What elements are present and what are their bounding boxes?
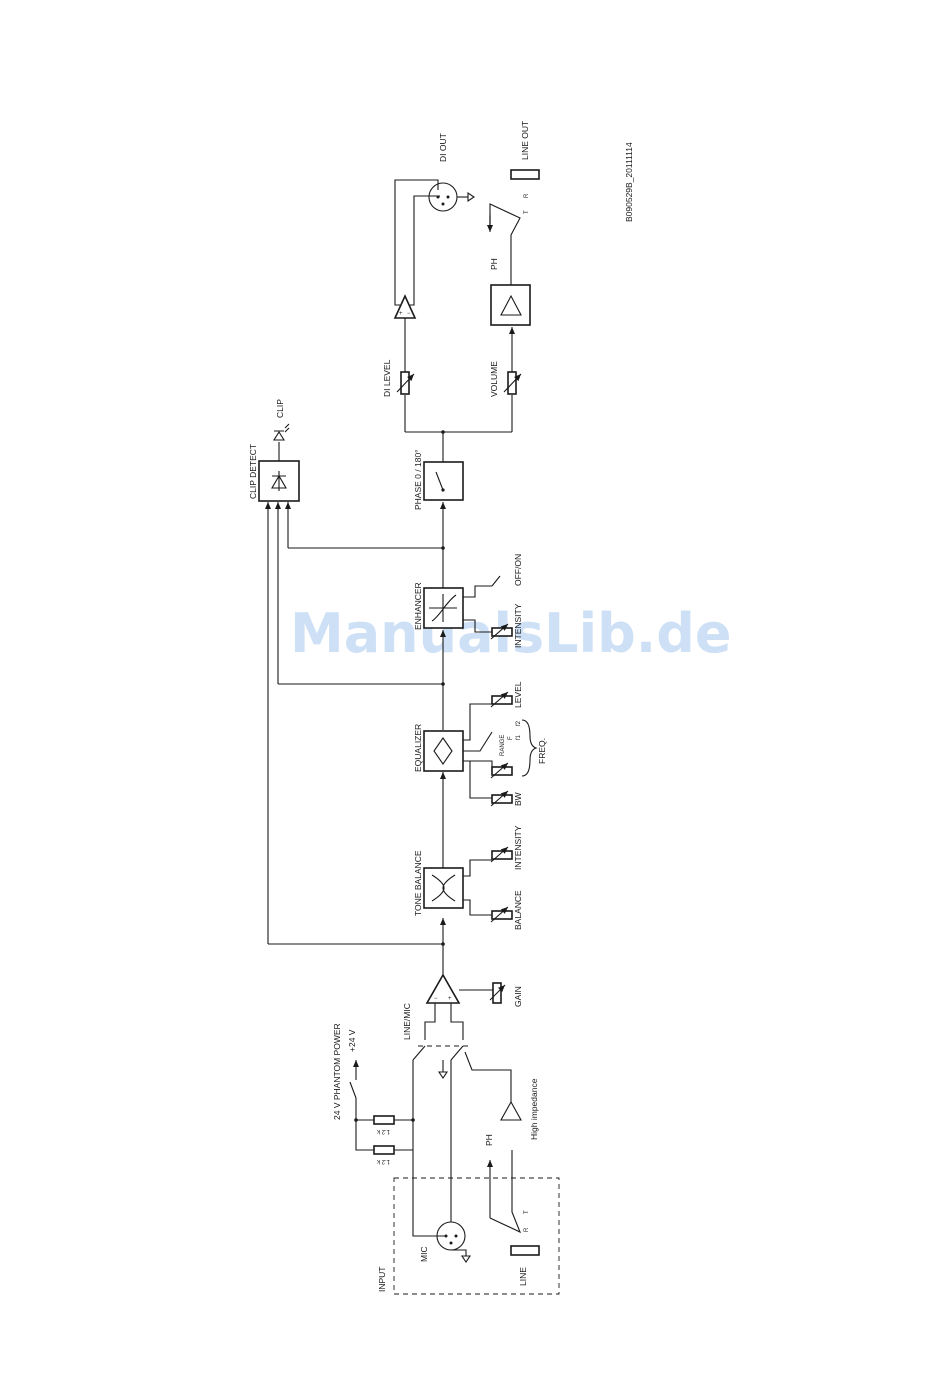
control-wire: [463, 704, 492, 740]
di-out-label: DI OUT: [438, 133, 448, 162]
di-out-wire: [410, 196, 440, 305]
freq-brace: [522, 720, 536, 776]
amp-minus: −: [434, 996, 438, 1002]
phase-block: [424, 462, 463, 500]
resistor-2: [374, 1146, 394, 1154]
xlr-pin: [447, 196, 450, 199]
line-mic-label: LINE/MIC: [402, 1003, 412, 1040]
t-label: T: [524, 1210, 530, 1214]
ground-icon: [468, 193, 474, 201]
led-icon: [274, 424, 289, 440]
amp-plus: +: [448, 996, 452, 1002]
junction-dot: [411, 1118, 415, 1122]
di-level-label: DI LEVEL: [382, 359, 392, 397]
ground-icon: [439, 1072, 447, 1078]
off-on-switch: [492, 576, 500, 586]
phase-switch-pivot: [441, 488, 444, 491]
ground-icon: [462, 1256, 470, 1262]
xlr-pin: [442, 203, 445, 206]
resistor-2-label: 1.2 k: [376, 1158, 390, 1164]
clip-detect-label: CLIP DETECT: [248, 444, 258, 499]
f2-label: f2: [516, 720, 522, 726]
line-jack-input: [511, 1246, 539, 1255]
xlr-di-out-connector: [429, 183, 457, 211]
f1-label: f1: [516, 734, 522, 740]
di-out-wire: [395, 180, 438, 305]
line-out-amplifier-block: [491, 285, 530, 325]
resistor-1-label: 1.2 k: [376, 1128, 390, 1134]
xlr-pin: [455, 1235, 458, 1238]
control-wire: [463, 860, 492, 876]
bw-label: BW: [513, 792, 523, 806]
control-wire: [463, 761, 492, 798]
high-impedance-label: High impedance: [529, 1078, 539, 1140]
enhancer-switch-wire: [463, 586, 492, 597]
control-wire: [463, 900, 492, 915]
xlr-pin: [437, 196, 440, 199]
ph-out-label: PH: [489, 258, 499, 270]
level-label: LEVEL: [513, 681, 523, 708]
line-mic-switch-b: [451, 1046, 463, 1060]
f-label: F: [508, 736, 514, 740]
xlr-pin: [450, 1242, 453, 1245]
tone-balance-label: TONE BALANCE: [413, 850, 423, 916]
input-label: INPUT: [377, 1267, 387, 1293]
volume-label: VOLUME: [489, 361, 499, 397]
intensity-tone-label: INTENSITY: [513, 825, 523, 870]
line-jack-wire: [490, 1150, 520, 1232]
di-amp-plus: +: [399, 311, 403, 317]
phantom-switch: [350, 1082, 356, 1120]
equalizer-block: [424, 731, 463, 771]
gain-label: GAIN: [513, 986, 523, 1007]
high-impedance-buffer: [501, 1102, 521, 1120]
phantom-label: 24 V PHANTOM POWER: [332, 1023, 342, 1120]
t-out-label: T: [524, 210, 530, 214]
line-mic-switch-a: [413, 1046, 425, 1060]
amp-input-wire: [451, 1003, 463, 1040]
gain-amplifier: [427, 975, 459, 1003]
freq-wire: [470, 761, 492, 771]
r-out-label: R: [524, 193, 530, 198]
di-driver-amplifier: [395, 296, 415, 318]
range-switch: [463, 732, 492, 751]
off-on-label: OFF/ON: [513, 554, 523, 586]
mic-ground-wire: [451, 1250, 466, 1256]
enhancer-label: ENHANCER: [413, 582, 423, 630]
balance-label: BALANCE: [513, 890, 523, 930]
line-out-wire: [490, 204, 520, 285]
plus24-label: +24 V: [347, 1029, 357, 1052]
range-label: RANGE: [500, 735, 506, 756]
hi-z-wire: [465, 1052, 511, 1102]
mic-label: MIC: [419, 1246, 429, 1262]
clip-label: CLIP: [275, 399, 285, 418]
freq-label: FREQ.: [537, 738, 547, 764]
document-code: B090529B_20111114: [624, 142, 634, 222]
ph-input-label: PH: [484, 1134, 494, 1146]
amp-input-wire: [425, 1003, 435, 1040]
phase-label: PHASE 0 / 180°: [413, 449, 423, 510]
di-amp-minus: −: [407, 311, 411, 317]
intensity-enh-label: INTENSITY: [513, 603, 523, 648]
line-out-label: LINE OUT: [520, 121, 530, 160]
resistor-1: [374, 1116, 394, 1124]
equalizer-label: EQUALIZER: [413, 724, 423, 772]
r-label: R: [524, 1227, 530, 1232]
line-out-jack: [511, 170, 539, 179]
mic-wire-hot: [413, 1060, 446, 1236]
line-label: LINE: [518, 1267, 528, 1286]
